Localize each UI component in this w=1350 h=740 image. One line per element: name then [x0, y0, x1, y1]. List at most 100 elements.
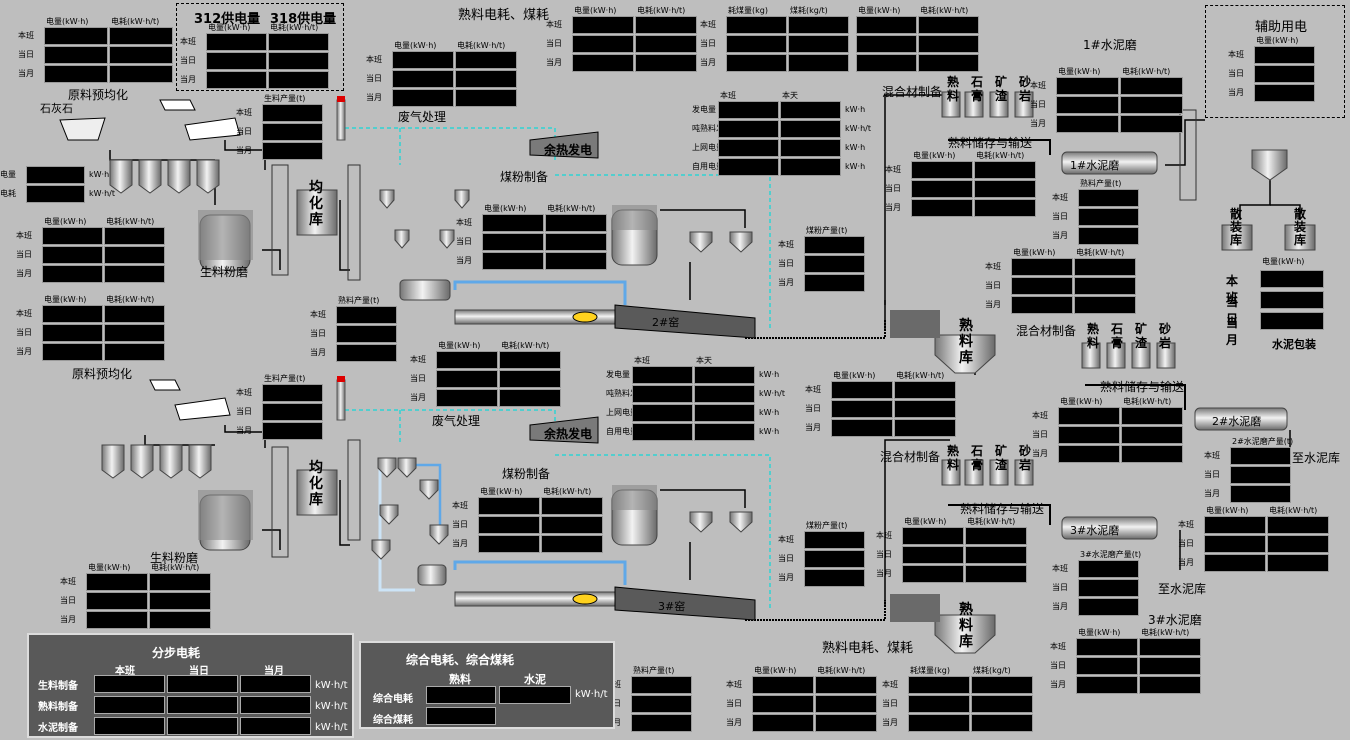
- readout-value[interactable]: [392, 70, 454, 88]
- readout-value[interactable]: [455, 89, 517, 107]
- readout-value[interactable]: [918, 16, 979, 34]
- readout-value[interactable]: [804, 531, 865, 549]
- readout-value[interactable]: [635, 16, 697, 34]
- readout-value[interactable]: [1056, 77, 1119, 95]
- readout-value[interactable]: [86, 573, 148, 591]
- readout-value[interactable]: [1230, 485, 1291, 503]
- readout-value[interactable]: [499, 389, 561, 407]
- total-cement-power-value[interactable]: [499, 686, 571, 704]
- readout-value[interactable]: [726, 35, 787, 53]
- readout-value[interactable]: [694, 423, 755, 441]
- readout-value[interactable]: [788, 54, 849, 72]
- readout-value[interactable]: [572, 35, 634, 53]
- readout-value[interactable]: [478, 497, 540, 515]
- readout-value[interactable]: [804, 255, 865, 273]
- readout-value[interactable]: [104, 246, 165, 264]
- readout-value[interactable]: [1254, 65, 1315, 83]
- readout-value[interactable]: [262, 123, 323, 141]
- readout-value[interactable]: [718, 139, 779, 157]
- readout-value[interactable]: [965, 546, 1027, 564]
- readout-value[interactable]: [436, 389, 498, 407]
- readout-value[interactable]: [206, 52, 267, 70]
- readout-value[interactable]: [1230, 447, 1291, 465]
- readout-value[interactable]: [635, 35, 697, 53]
- readout-value[interactable]: [974, 199, 1036, 217]
- readout-value[interactable]: [971, 714, 1033, 732]
- readout-value[interactable]: [1139, 638, 1201, 656]
- readout-value[interactable]: [545, 214, 607, 232]
- readout-value[interactable]: [918, 35, 979, 53]
- readout-value[interactable]: [42, 305, 103, 323]
- readout-value[interactable]: [455, 51, 517, 69]
- readout-value[interactable]: [206, 71, 267, 89]
- readout-value[interactable]: [911, 161, 973, 179]
- readout-value[interactable]: [1120, 115, 1183, 133]
- readout-value[interactable]: [902, 546, 964, 564]
- readout-value[interactable]: [268, 71, 329, 89]
- readout-value[interactable]: [752, 695, 814, 713]
- readout-value[interactable]: [336, 325, 397, 343]
- readout-value[interactable]: [1076, 657, 1138, 675]
- readout-value[interactable]: [42, 227, 103, 245]
- readout-value[interactable]: [1120, 77, 1183, 95]
- step-value[interactable]: [94, 675, 165, 693]
- readout-value[interactable]: [831, 419, 893, 437]
- readout-value[interactable]: [42, 343, 103, 361]
- readout-value[interactable]: [499, 351, 561, 369]
- readout-value[interactable]: [478, 535, 540, 553]
- readout-value[interactable]: [392, 89, 454, 107]
- readout-value[interactable]: [971, 676, 1033, 694]
- readout-value[interactable]: [42, 265, 103, 283]
- step-value[interactable]: [167, 675, 238, 693]
- readout-value[interactable]: [262, 403, 323, 421]
- readout-value[interactable]: [718, 158, 779, 176]
- readout-value[interactable]: [109, 27, 173, 45]
- readout-value[interactable]: [1011, 277, 1073, 295]
- readout-value[interactable]: [109, 65, 173, 83]
- pack-value[interactable]: [1260, 291, 1324, 309]
- readout-value[interactable]: [971, 695, 1033, 713]
- total-clinker-power-value[interactable]: [426, 686, 496, 704]
- readout-value[interactable]: [336, 306, 397, 324]
- readout-value[interactable]: [482, 252, 544, 270]
- readout-value[interactable]: [1078, 189, 1139, 207]
- readout-value[interactable]: [894, 419, 956, 437]
- readout-value[interactable]: [908, 714, 970, 732]
- readout-value[interactable]: [1121, 445, 1183, 463]
- readout-value[interactable]: [632, 366, 693, 384]
- readout-value[interactable]: [262, 142, 323, 160]
- readout-value[interactable]: [1078, 227, 1139, 245]
- readout-value[interactable]: [974, 180, 1036, 198]
- readout-value[interactable]: [894, 400, 956, 418]
- readout-value[interactable]: [918, 54, 979, 72]
- readout-value[interactable]: [902, 565, 964, 583]
- readout-value[interactable]: [632, 404, 693, 422]
- readout-value[interactable]: [1058, 426, 1120, 444]
- readout-value[interactable]: [262, 104, 323, 122]
- readout-value[interactable]: [694, 366, 755, 384]
- readout-value[interactable]: [436, 351, 498, 369]
- readout-value[interactable]: [1254, 84, 1315, 102]
- readout-value[interactable]: [632, 423, 693, 441]
- total-clinker-coal-value[interactable]: [426, 707, 496, 725]
- readout-value[interactable]: [908, 695, 970, 713]
- readout-value[interactable]: [1078, 560, 1139, 578]
- readout-value[interactable]: [908, 676, 970, 694]
- readout-value[interactable]: [856, 54, 917, 72]
- pack-value[interactable]: [1260, 312, 1324, 330]
- readout-value[interactable]: [1267, 554, 1329, 572]
- readout-value[interactable]: [635, 54, 697, 72]
- readout-value[interactable]: [894, 381, 956, 399]
- readout-value[interactable]: [455, 70, 517, 88]
- readout-value[interactable]: [1076, 638, 1138, 656]
- readout-value[interactable]: [752, 714, 814, 732]
- readout-value[interactable]: [26, 185, 85, 203]
- readout-value[interactable]: [718, 120, 779, 138]
- step-value[interactable]: [94, 696, 165, 714]
- step-value[interactable]: [167, 696, 238, 714]
- readout-value[interactable]: [815, 695, 877, 713]
- readout-value[interactable]: [104, 343, 165, 361]
- readout-value[interactable]: [392, 51, 454, 69]
- readout-value[interactable]: [1078, 598, 1139, 616]
- readout-value[interactable]: [149, 611, 211, 629]
